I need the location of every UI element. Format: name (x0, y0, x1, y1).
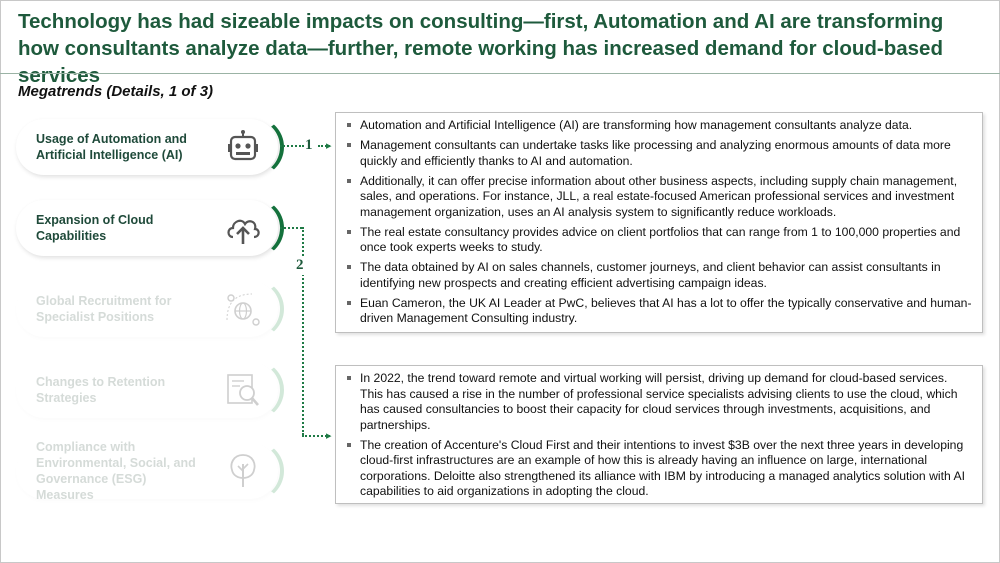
trend-card-cloud[interactable]: Expansion of Cloud Capabilities (16, 198, 284, 258)
connector-1-left (280, 145, 304, 147)
list-item: Euan Cameron, the UK AI Leader at PwC, b… (344, 296, 972, 327)
list-item: Management consultants can undertake tas… (344, 138, 972, 169)
title-divider (0, 73, 1000, 74)
tree-icon (224, 452, 262, 490)
search-profile-icon (224, 371, 262, 409)
list-item: The real estate consultancy provides adv… (344, 225, 972, 256)
detail-panel-cloud: In 2022, the trend toward remote and vir… (335, 365, 983, 504)
trend-card-label: Usage of Automation and Artificial Intel… (36, 132, 187, 162)
connector-1-right (318, 145, 330, 147)
list-item: Additionally, it can offer precise infor… (344, 174, 972, 221)
arrow-right-icon: ▸ (326, 140, 332, 152)
list-item: In 2022, the trend toward remote and vir… (344, 371, 972, 433)
list-item: Automation and Artificial Intelligence (… (344, 118, 972, 134)
globe-network-icon (224, 290, 262, 328)
trend-card-automation-ai[interactable]: Usage of Automation and Artificial Intel… (16, 117, 284, 177)
trend-card-label: Global Recruitment for Specialist Positi… (36, 294, 172, 324)
robot-icon (224, 128, 262, 166)
section-subtitle: Megatrends (Details, 1 of 3) (18, 83, 214, 100)
trend-card-label: Expansion of Cloud Capabilities (36, 213, 154, 243)
trend-card-esg[interactable]: Compliance with Environmental, Social, a… (16, 440, 284, 502)
trend-card-label: Compliance with Environmental, Social, a… (36, 440, 196, 502)
page-title: Technology has had sizeable impacts on c… (18, 10, 944, 87)
trend-card-label: Changes to Retention Strategies (36, 375, 166, 405)
trend-card-retention[interactable]: Changes to Retention Strategies (16, 360, 284, 420)
arrow-right-icon: ▸ (326, 430, 332, 442)
list-item: The data obtained by AI on sales channel… (344, 260, 972, 291)
list-item: The creation of Accenture's Cloud First … (344, 438, 972, 500)
trend-card-global-recruitment[interactable]: Global Recruitment for Specialist Positi… (16, 279, 284, 339)
connector-2-vertical (302, 227, 304, 435)
connector-2-top (280, 227, 302, 229)
cloud-upload-icon (224, 209, 262, 247)
connector-2-bottom (302, 435, 330, 437)
marker-number-2: 2 (296, 256, 304, 275)
detail-panel-automation-ai: Automation and Artificial Intelligence (… (335, 112, 983, 333)
marker-number-1: 1 (305, 137, 313, 153)
